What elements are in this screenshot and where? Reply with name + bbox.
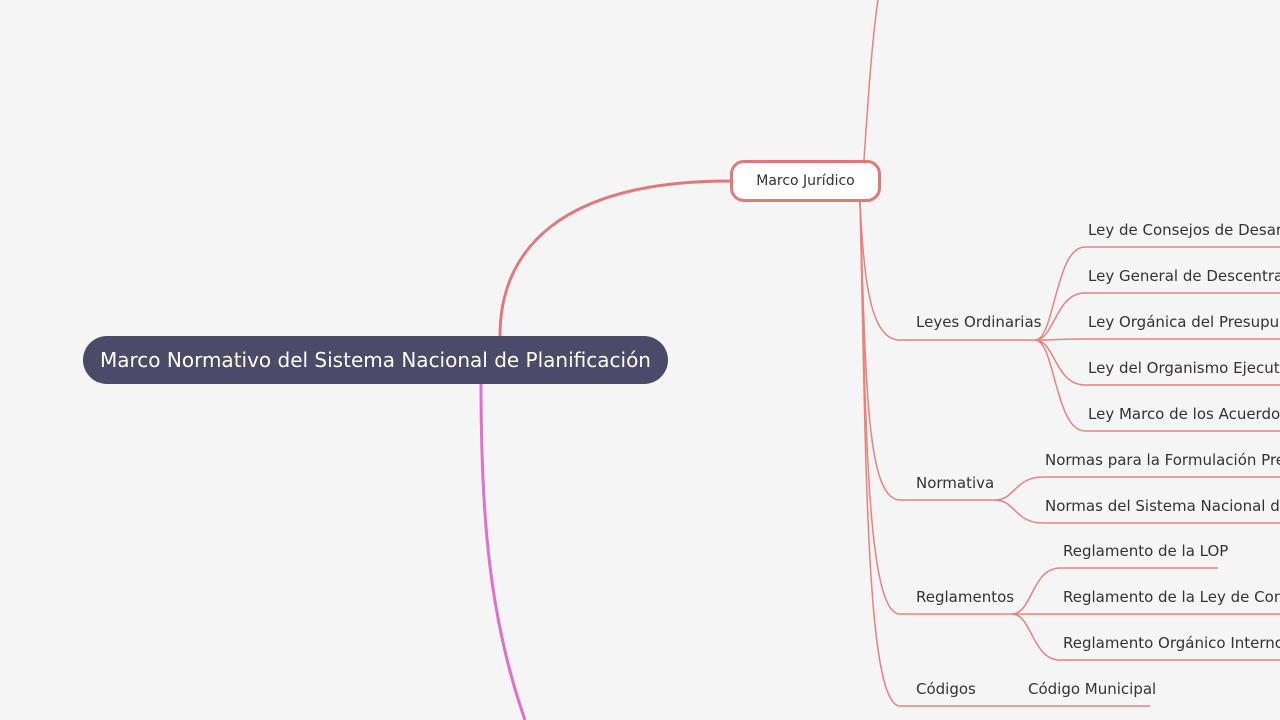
- connector-reglamentos: [859, 201, 1012, 615]
- connector-leyes-child-2: [1034, 292, 1280, 341]
- connector-reglamentos-child-3: [1011, 613, 1280, 661]
- subtopic-leyes-3[interactable]: Ley Orgánica del Presupuest: [1088, 313, 1280, 331]
- subtopic-reglamentos-2[interactable]: Reglamento de la Ley de Conse: [1063, 588, 1280, 606]
- connector-leyes-ordinarias: [859, 201, 1035, 341]
- main-topic-label: Marco Jurídico: [756, 173, 855, 189]
- connector-leyes-child-5: [1034, 339, 1280, 432]
- main-topic-marco-juridico[interactable]: Marco Jurídico: [730, 160, 881, 202]
- subtopic-normativa-1[interactable]: Normas para la Formulación Presu: [1045, 451, 1280, 469]
- subtopic-codigos-1[interactable]: Código Municipal: [1028, 680, 1157, 698]
- connector-normativa-child-1: [994, 476, 1280, 501]
- subtopic-leyes-5[interactable]: Ley Marco de los Acuerdos c: [1088, 405, 1280, 423]
- connector-leyes-child-3: [1034, 338, 1280, 341]
- connector-root-lower-branch: [479, 383, 527, 720]
- subtopic-leyes-2[interactable]: Ley General de Descentraliza: [1088, 267, 1280, 285]
- branch-codigos[interactable]: Códigos: [916, 680, 976, 698]
- connector-reglamentos-child-1: [1011, 567, 1218, 615]
- subtopic-leyes-4[interactable]: Ley del Organismo Ejecutivo: [1088, 359, 1280, 377]
- subtopic-normativa-2[interactable]: Normas del Sistema Nacional de I: [1045, 497, 1280, 515]
- connector-normativa: [859, 201, 995, 501]
- connector-root-marco-juridico: [498, 179, 731, 337]
- root-topic-label: Marco Normativo del Sistema Nacional de …: [100, 348, 651, 372]
- connector-codigos: [859, 201, 1150, 707]
- connector-leyes-child-4: [1034, 339, 1280, 386]
- subtopic-leyes-1[interactable]: Ley de Consejos de Desarrol: [1088, 221, 1280, 239]
- subtopic-reglamentos-1[interactable]: Reglamento de la LOP: [1063, 542, 1229, 560]
- branch-normativa[interactable]: Normativa: [916, 474, 995, 492]
- connector-marco-juridico-upper: [863, 0, 879, 161]
- branch-reglamentos[interactable]: Reglamentos: [916, 588, 1015, 606]
- connector-leyes-child-1: [1034, 246, 1280, 341]
- subtopic-reglamentos-3[interactable]: Reglamento Orgánico Interno d: [1063, 634, 1280, 652]
- connector-normativa-child-2: [994, 499, 1280, 524]
- branch-leyes-ordinarias[interactable]: Leyes Ordinarias: [916, 313, 1042, 331]
- root-topic[interactable]: Marco Normativo del Sistema Nacional de …: [83, 336, 668, 384]
